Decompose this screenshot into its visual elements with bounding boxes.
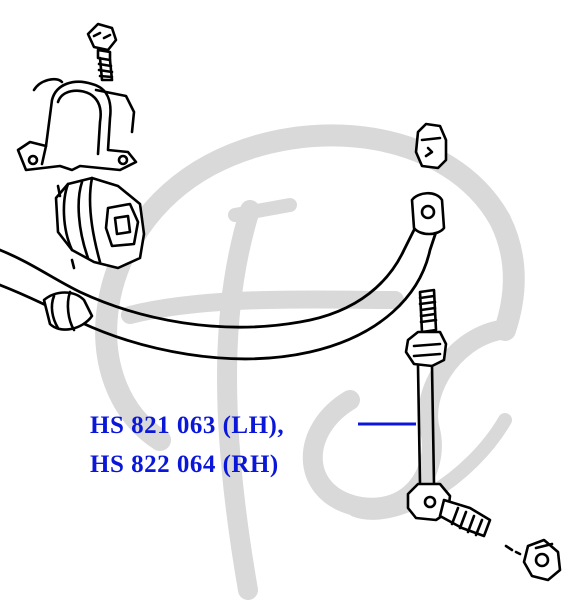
part-number-lh: HS 821 063 (LH), [90,412,285,439]
stabilizer-bar-icon [0,191,446,361]
nut-icon [504,538,562,582]
bracket-icon [16,77,138,172]
stabilizer-link-icon [404,288,492,538]
bolt-icon [86,22,118,82]
bushing-icon [414,122,448,170]
bushing-icon [54,176,146,270]
part-number-rh: HS 822 064 (RH) [90,451,279,478]
